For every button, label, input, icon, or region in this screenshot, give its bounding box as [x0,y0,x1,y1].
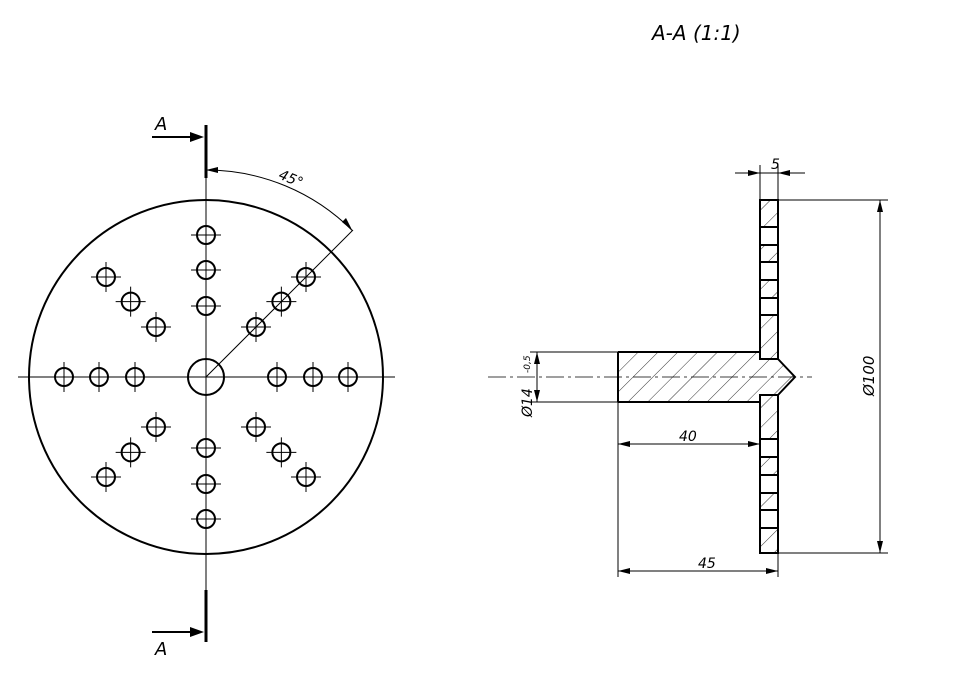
dim-plate-thickness: 5 [771,157,780,173]
small-hole [241,311,272,342]
plate-solid-segment [759,279,779,299]
arrowhead [766,568,778,574]
plate-hole-gap [759,261,779,281]
dim-shaft-diameter: Ø14 [520,388,536,418]
plate-solid-segment [759,492,779,511]
small-hole [298,362,328,392]
plate-hole-gap [759,297,779,316]
arrowhead [778,170,790,176]
small-hole [90,261,121,292]
plate-hole-gap [759,474,779,494]
arrowhead [206,167,218,173]
small-hole [291,261,322,292]
small-hole [140,311,171,342]
arrowhead [877,200,883,212]
plate-solid-segment [759,527,779,554]
plate-solid-segment [759,199,779,228]
arrowhead [190,132,204,142]
small-hole [140,412,171,443]
dim-shaft-tolerance: -0,5 [523,355,533,373]
small-hole [49,362,79,392]
plate-hole-gap [759,438,779,458]
section-marker-bottom: A [154,639,167,660]
plate-solid-segment [759,394,779,440]
dim-shaft-length: 40 [679,429,697,445]
small-holes [49,220,363,534]
small-hole [241,412,272,443]
dim-total-length: 45 [698,556,716,572]
plate-section [759,199,779,554]
small-hole [262,362,292,392]
small-hole [191,220,221,250]
plate-hole-gap [759,226,779,246]
small-hole [266,286,297,317]
small-hole [266,437,297,468]
arrowhead [534,352,540,364]
arrowhead [748,441,760,447]
arrowhead [618,568,630,574]
plate-solid-segment [759,314,779,360]
front-view: 45° A A [18,114,395,660]
dim-outer-diameter: Ø100 [860,356,878,397]
angle-reference-line [205,229,354,378]
section-view: 5 Ø100 Ø14 -0,5 40 45 [488,157,888,577]
arrowhead [534,390,540,402]
small-hole [84,362,114,392]
arrowhead [618,441,630,447]
arrowhead [877,541,883,553]
plate-solid-segment [759,244,779,263]
angle-dimension-label: 45° [276,167,305,191]
arrowhead [342,218,353,231]
small-hole [90,462,121,493]
small-hole [191,469,221,499]
plate-hole-gap [759,509,779,529]
small-hole [191,433,221,463]
section-marker-top: A [154,114,167,135]
arrowhead [748,170,760,176]
center-hole [187,358,225,396]
small-hole [120,362,150,392]
small-hole [191,504,221,534]
small-hole [291,462,322,493]
small-hole [333,362,363,392]
angle-dimension-arc [205,169,353,231]
small-hole [115,437,146,468]
plate-solid-segment [759,456,779,476]
small-hole [115,286,146,317]
small-hole [191,291,221,321]
section-title: A-A (1:1) [650,21,741,45]
arrowhead [190,627,204,637]
small-hole [191,255,221,285]
